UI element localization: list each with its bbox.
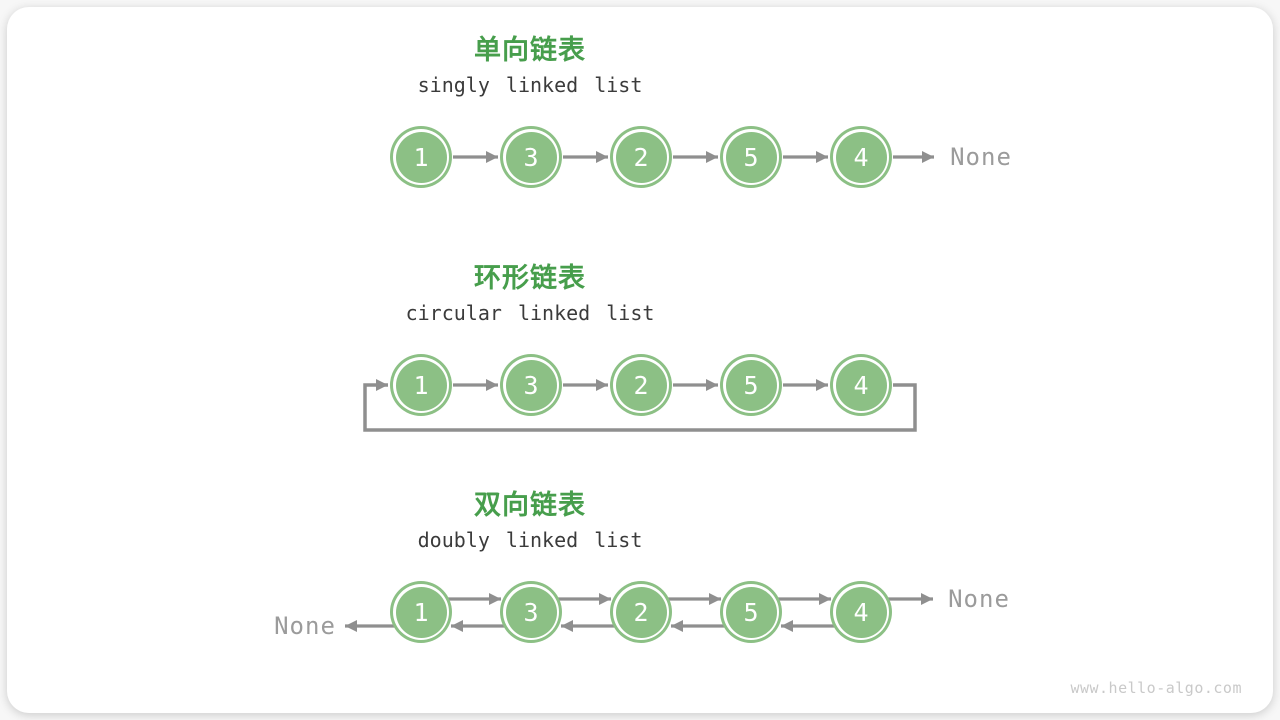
node-value: 2 — [615, 586, 667, 638]
list-node-doubly: 2 — [610, 581, 672, 643]
list-node-doubly: 5 — [720, 581, 782, 643]
list-node-singly: 3 — [500, 126, 562, 188]
list-node-circular: 2 — [610, 354, 672, 416]
node-value: 1 — [395, 131, 447, 183]
section-title-doubly: 双向链表 — [474, 490, 586, 520]
list-node-doubly: 1 — [390, 581, 452, 643]
section-title-singly: 单向链表 — [474, 35, 586, 65]
watermark: www.hello-algo.com — [1070, 679, 1242, 697]
doubly-tail-none-label: None — [948, 585, 1010, 613]
node-value: 3 — [505, 131, 557, 183]
node-value: 1 — [395, 359, 447, 411]
list-node-circular: 5 — [720, 354, 782, 416]
node-value: 2 — [615, 359, 667, 411]
list-node-singly: 5 — [720, 126, 782, 188]
node-value: 4 — [835, 586, 887, 638]
section-subtitle-doubly: doubly linked list — [417, 528, 643, 552]
list-node-circular: 1 — [390, 354, 452, 416]
node-value: 5 — [725, 131, 777, 183]
list-node-doubly: 3 — [500, 581, 562, 643]
list-node-singly: 2 — [610, 126, 672, 188]
node-value: 1 — [395, 586, 447, 638]
node-value: 3 — [505, 586, 557, 638]
list-node-singly: 4 — [830, 126, 892, 188]
node-value: 5 — [725, 359, 777, 411]
singly-none-label: None — [950, 143, 1012, 171]
section-subtitle-circular: circular linked list — [405, 301, 655, 325]
list-node-circular: 3 — [500, 354, 562, 416]
list-node-singly: 1 — [390, 126, 452, 188]
node-value: 5 — [725, 586, 777, 638]
doubly-head-none-label: None — [274, 612, 336, 640]
node-value: 4 — [835, 359, 887, 411]
list-node-circular: 4 — [830, 354, 892, 416]
node-value: 4 — [835, 131, 887, 183]
node-value: 3 — [505, 359, 557, 411]
list-node-doubly: 4 — [830, 581, 892, 643]
section-title-circular: 环形链表 — [474, 263, 586, 293]
section-subtitle-singly: singly linked list — [417, 73, 643, 97]
node-value: 2 — [615, 131, 667, 183]
